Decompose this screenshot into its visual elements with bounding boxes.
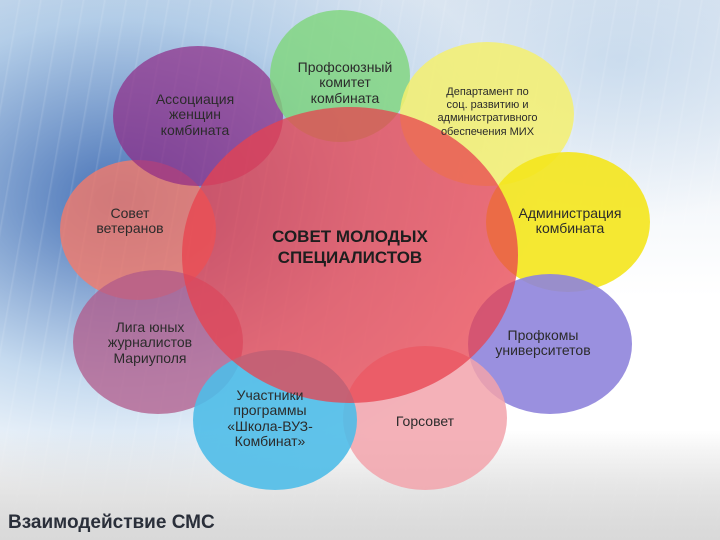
center-circle: [182, 107, 518, 403]
node-administration-label: Администрация комбината: [518, 205, 622, 237]
node-gorsovet-label: Горсовет: [395, 413, 455, 429]
node-association-label: Ассоциация женщин комбината: [155, 91, 235, 138]
node-department-label: Департамент по соц. развитию и администр…: [437, 86, 538, 138]
node-veterans-label: Совет ветеранов: [96, 205, 164, 237]
node-program-label: Участники программы «Школа-ВУЗ- Комбинат…: [227, 387, 313, 450]
node-profcom-label: Профкомы университетов: [495, 327, 591, 359]
node-veterans-circle: [60, 160, 216, 300]
footer-title: Взаимодействие СМС: [8, 512, 215, 533]
center-label: СОВЕТ МОЛОДЫХ СПЕЦИАЛИСТОВ: [272, 227, 428, 268]
node-union-label: Профсоюзный комитет комбината: [297, 59, 393, 106]
node-administration-circle: [486, 152, 650, 292]
node-profcom-circle: [468, 274, 632, 414]
node-league-label: Лига юных журналистов Мариуполя: [107, 319, 193, 366]
